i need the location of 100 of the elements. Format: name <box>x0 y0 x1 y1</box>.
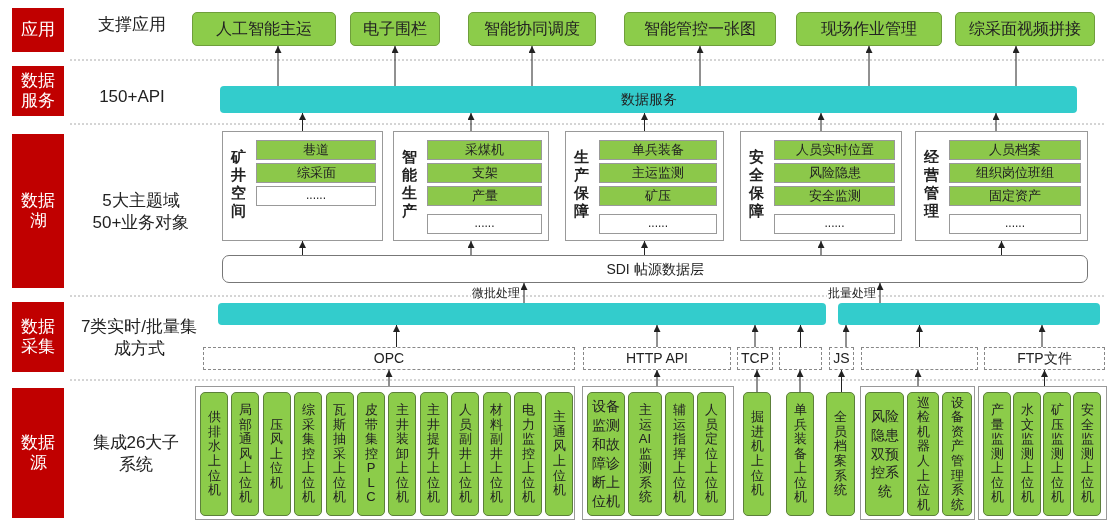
layer-label: 数据采集 <box>12 302 64 372</box>
service-bar <box>838 303 1100 325</box>
subsystem-tile: 设备资产管理系统 <box>942 392 972 516</box>
application-tile: 现场作业管理 <box>796 12 942 46</box>
group-frame <box>582 386 734 520</box>
object-tile: 安全监测 <box>774 186 895 206</box>
protocol-box: TCP <box>737 347 773 370</box>
subsystem-tile: 综采集控上位机 <box>294 392 323 516</box>
arrow <box>520 282 528 304</box>
arrow <box>817 240 825 256</box>
placeholder-row: ...... <box>949 214 1081 234</box>
arrow <box>751 324 759 348</box>
group-frame <box>978 386 1107 520</box>
edge-label: 批量处理 <box>827 287 877 299</box>
subsystem-tile: 主井提升上位机 <box>419 392 448 516</box>
arrow <box>916 324 923 348</box>
subsystem-tile: 人员副井上位机 <box>451 392 480 516</box>
service-bar: 数据服务 <box>220 86 1077 113</box>
application-tile: 人工智能主运 <box>192 12 336 46</box>
domain-heading: 矿井空间 <box>230 148 246 220</box>
subsystem-tile: 电力监控上位机 <box>514 392 542 516</box>
placeholder-row: ...... <box>427 214 542 234</box>
protocol-box <box>779 347 822 370</box>
domain-panel <box>915 131 1088 241</box>
subsystem-tile: 巡检机器人上位机 <box>907 392 939 516</box>
application-tile: 智能管控一张图 <box>624 12 776 46</box>
arrow <box>1041 369 1048 387</box>
object-tile: 固定资产 <box>949 186 1081 206</box>
subsystem-tile: 风险隐患双预控系统 <box>865 392 904 516</box>
object-tile: 组织岗位班组 <box>949 163 1081 183</box>
arrow <box>914 369 922 387</box>
subsystem-tile: 水文监测上位机 <box>1013 392 1041 516</box>
arrow <box>796 369 804 393</box>
domain-panel <box>393 131 549 241</box>
placeholder-row: ...... <box>774 214 895 234</box>
domain-panel <box>740 131 902 241</box>
arrow <box>753 369 761 393</box>
protocol-box: HTTP API <box>583 347 731 370</box>
layer-description: 支撑应用 <box>97 14 167 36</box>
subsystem-tile: 材料副井上位机 <box>482 392 511 516</box>
subsystem-tile: 安全监测上位机 <box>1073 392 1101 516</box>
arrow <box>992 112 1000 132</box>
arrow <box>274 45 282 87</box>
object-tile: 主运监测 <box>599 163 717 183</box>
arrow <box>817 112 825 132</box>
arrow <box>842 324 850 348</box>
arrow <box>641 240 648 256</box>
arrow <box>838 369 845 393</box>
subsystem-tile: 矿压监测上位机 <box>1043 392 1071 516</box>
group-frame <box>860 386 975 520</box>
object-tile: 采煤机 <box>427 140 542 160</box>
arrow <box>393 324 400 348</box>
object-tile: 巷道 <box>256 140 376 160</box>
arrow <box>391 45 399 87</box>
subsystem-tile: 皮带集控PLC <box>357 392 385 516</box>
layer-label: 数据湖 <box>12 134 64 288</box>
layer-description: 5大主题域 50+业务对象 <box>91 190 191 235</box>
application-tile: 电子围栏 <box>350 12 440 46</box>
arrow <box>385 369 393 387</box>
domain-heading: 经营管理 <box>923 148 939 220</box>
object-tile: 人员档案 <box>949 140 1081 160</box>
domain-panel <box>222 131 383 241</box>
subsystem-tile: 全员档案系统 <box>826 392 855 516</box>
subsystem-tile: 主运AI监测系统 <box>628 392 662 516</box>
arrow <box>1038 324 1046 348</box>
application-tile: 综采面视频拼接 <box>955 12 1095 46</box>
subsystem-tile: 人员定位上位机 <box>697 392 726 516</box>
arrow <box>653 324 661 348</box>
protocol-box <box>861 347 978 370</box>
layer-label: 应用 <box>12 8 64 52</box>
arrow <box>696 45 704 87</box>
placeholder-row: ...... <box>256 186 376 206</box>
edge-label: 微批处理 <box>471 287 521 299</box>
protocol-box: JS <box>829 347 854 370</box>
layer-description: 150+API <box>98 86 166 108</box>
subsystem-tile: 产量监测上位机 <box>983 392 1011 516</box>
arrow <box>797 324 804 348</box>
domain-heading: 生产保障 <box>573 148 589 220</box>
arrow <box>467 240 475 256</box>
source-layer-bar: SDI 帖源数据层 <box>222 255 1088 283</box>
placeholder-row: ...... <box>599 214 717 234</box>
arrow <box>865 45 873 87</box>
layer-description: 7类实时/批量集成方式 <box>80 316 198 361</box>
arrow <box>653 369 661 387</box>
subsystem-tile: 掘进机上位机 <box>743 392 771 516</box>
group-frame <box>195 386 575 520</box>
arrow <box>1012 45 1020 87</box>
service-bar <box>218 303 826 325</box>
subsystem-tile: 主井装卸上位机 <box>388 392 417 516</box>
subsystem-tile: 主通风上位机 <box>545 392 574 516</box>
object-tile: 人员实时位置 <box>774 140 895 160</box>
arrow <box>641 112 648 132</box>
layer-description: 集成26大子系统 <box>91 432 181 477</box>
protocol-box: OPC <box>203 347 575 370</box>
protocol-box: FTP文件 <box>984 347 1105 370</box>
subsystem-tile: 局部通风上位机 <box>231 392 260 516</box>
object-tile: 矿压 <box>599 186 717 206</box>
object-tile: 支架 <box>427 163 542 183</box>
arrow <box>299 112 306 132</box>
object-tile: 产量 <box>427 186 542 206</box>
